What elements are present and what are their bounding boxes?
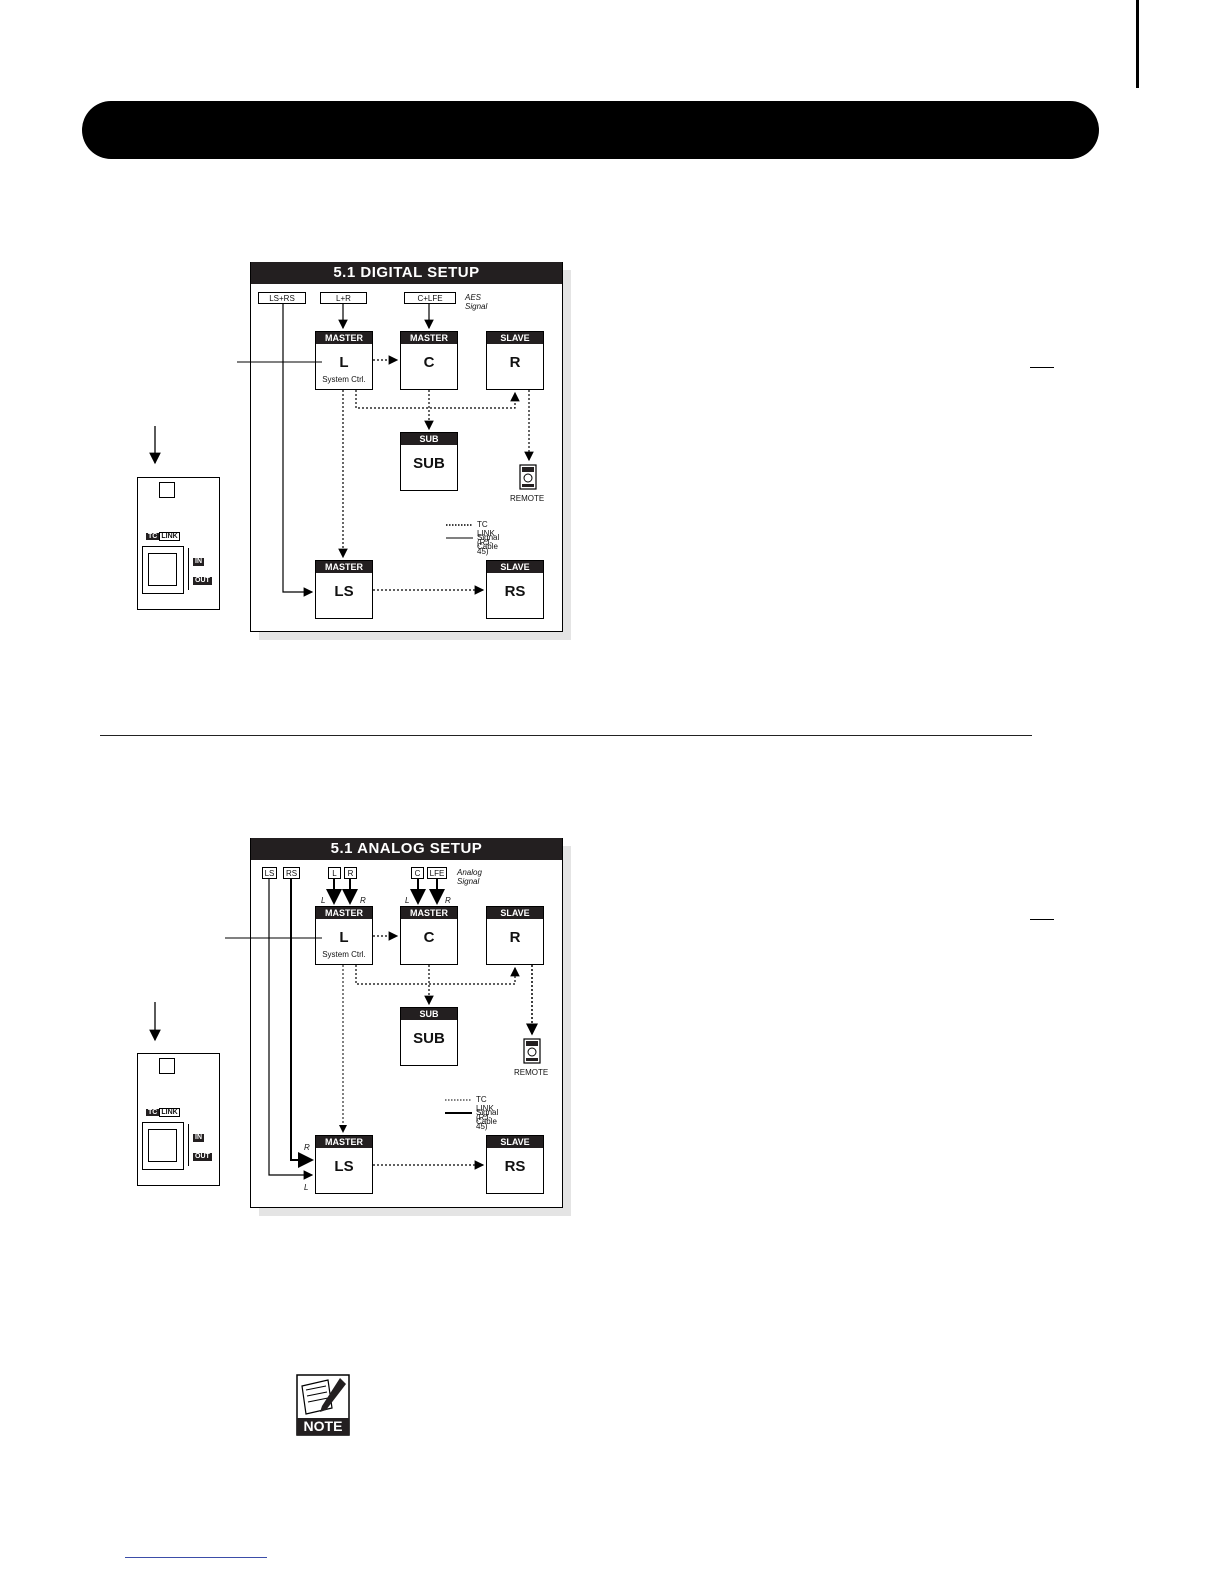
input-label: R [344,867,357,879]
port-square-icon [159,1058,175,1074]
input-label: L+R [320,292,367,304]
port-square-icon [159,482,175,498]
channel-mark: R [304,1143,310,1152]
unit-label: RS [504,1158,526,1175]
unit-label: LS [334,583,354,600]
unit-role: MASTER [401,907,457,919]
link-port-group: IN OUT [188,548,219,590]
input-label: LS [262,867,277,879]
in-port-label: IN [193,558,204,566]
unit-slave-rs: SLAVE RS [486,1135,544,1194]
unit-role: SUB [401,1008,457,1020]
unit-sub: SUB SUB [400,432,458,491]
link-port-group: IN OUT [188,1124,219,1166]
unit-role: MASTER [316,332,372,344]
section-divider [100,735,1032,736]
unit-master-c: MASTER C [400,906,458,965]
unit-label: C [423,929,435,946]
unit-slave-rs: SLAVE RS [486,560,544,619]
unit-label: RS [504,583,526,600]
margin-dash [1030,367,1054,368]
unit-label: R [509,354,521,371]
remote-icon [519,464,537,490]
unit-sub: SUB SUB [400,1007,458,1066]
channel-mark: L [304,1183,309,1192]
unit-role: SLAVE [487,332,543,344]
out-port-label: OUT [193,577,212,585]
unit-role: SUB [401,433,457,445]
section-header-bar [82,101,1099,159]
unit-master-l: MASTER L System Ctrl. [315,906,373,965]
note-icon: NOTE [296,1374,350,1436]
channel-mark: L [405,896,410,905]
remote-label: REMOTE [514,1068,549,1077]
remote-icon [523,1038,541,1064]
unit-master-c: MASTER C [400,331,458,390]
unit-label: SUB [413,455,445,472]
rj45-jack-icon [142,1122,184,1170]
unit-master-l: MASTER L System Ctrl. [315,331,373,390]
remote-label: REMOTE [510,494,545,503]
diagram-title: 5.1 DIGITAL SETUP [251,262,562,284]
in-port-label: IN [193,1134,204,1142]
unit-label: R [509,929,521,946]
input-label: RS [283,867,300,879]
input-label: C+LFE [404,292,456,304]
margin-dash [1030,919,1054,920]
unit-role: MASTER [316,907,372,919]
unit-master-ls: MASTER LS [315,560,373,619]
legend-tc-link: TC LINK (RJ-45) [477,520,495,556]
input-label: C [411,867,424,879]
channel-mark: R [360,896,366,905]
unit-master-ls: MASTER LS [315,1135,373,1194]
unit-label: C [423,354,435,371]
channel-mark: R [445,896,451,905]
legend-signal-cable: Signal Cable [476,1108,499,1126]
input-label: LS+RS [258,292,306,304]
unit-label: SUB [413,1030,445,1047]
input-label: LFE [427,867,447,879]
unit-role: MASTER [316,561,372,573]
top-vertical-rule [1136,0,1139,88]
unit-sub-label: System Ctrl. [322,375,366,384]
legend-tc-link: TC LINK (RJ-45) [476,1095,494,1131]
unit-role: SLAVE [487,907,543,919]
unit-role: MASTER [316,1136,372,1148]
diagram-title: 5.1 ANALOG SETUP [251,838,562,860]
out-port-label: OUT [193,1153,212,1161]
channel-mark: L [321,896,326,905]
footer-link-line [125,1557,267,1558]
unit-label: L [339,354,349,371]
input-label: L [328,867,341,879]
legend-signal-cable: Signal Cable [477,533,500,551]
unit-role: MASTER [401,332,457,344]
unit-role: SLAVE [487,1136,543,1148]
note-label: NOTE [303,1418,343,1434]
signal-note: Analog Signal [457,868,482,886]
unit-slave-r: SLAVE R [486,906,544,965]
unit-label: L [339,929,349,946]
unit-slave-r: SLAVE R [486,331,544,390]
signal-note: AES Signal [465,293,488,311]
unit-role: SLAVE [487,561,543,573]
unit-sub-label: System Ctrl. [322,950,366,959]
unit-label: LS [334,1158,354,1175]
rj45-jack-icon [142,546,184,594]
